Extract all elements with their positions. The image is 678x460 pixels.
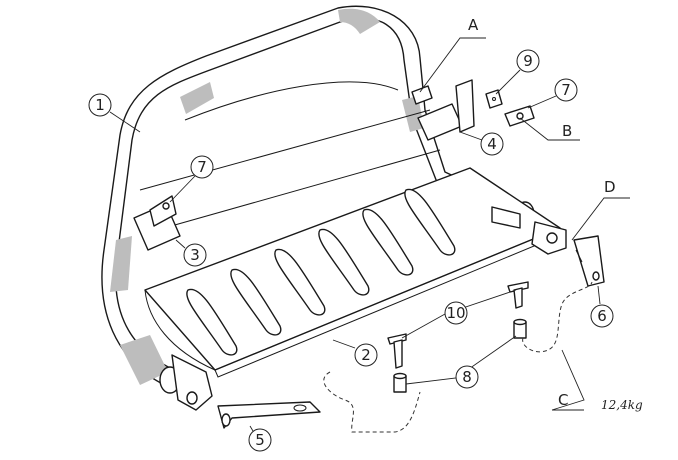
svg-text:2: 2 (361, 346, 371, 364)
svg-text:1: 1 (95, 96, 105, 114)
svg-text:A: A (468, 16, 479, 34)
bracket-5 (217, 401, 321, 429)
callout-3: 3 (175, 239, 207, 267)
svg-text:C: C (558, 391, 568, 409)
bracket-4 (411, 79, 475, 141)
callout-2: 2 (332, 339, 378, 367)
label-b: B (519, 117, 580, 141)
label-a: A (419, 16, 486, 93)
bracket-6 (573, 235, 605, 287)
washer-9 (485, 89, 503, 109)
bolt-10-left (387, 333, 407, 369)
svg-text:9: 9 (523, 52, 533, 70)
bolt-10-right (507, 281, 529, 309)
svg-text:7: 7 (197, 158, 207, 176)
svg-text:3: 3 (190, 246, 200, 264)
callout-9: 9 (495, 49, 540, 95)
bracket-3 (133, 195, 181, 251)
assembly-path-c-left (323, 371, 421, 433)
spacer-8-right (513, 318, 527, 339)
svg-text:8: 8 (462, 368, 472, 386)
spacer-8-left (393, 372, 407, 393)
weight-label: 12,4kg (601, 398, 643, 412)
callout-8: 8 (405, 335, 517, 389)
callout-4: 4 (459, 131, 504, 156)
svg-text:7: 7 (561, 81, 571, 99)
callout-10: 10 (401, 289, 517, 339)
skid-plate (144, 167, 564, 378)
svg-text:4: 4 (487, 135, 497, 153)
bracket-left-end (171, 354, 213, 411)
label-c: C (551, 349, 585, 411)
svg-text:5: 5 (255, 431, 265, 449)
bracket-right-end (491, 206, 567, 255)
callout-5: 5 (248, 425, 272, 452)
skid-plate-slots (186, 188, 456, 356)
callout-7-left: 7 (169, 155, 214, 203)
callout-7-right: 7 (527, 78, 578, 109)
plate-7-right (504, 105, 535, 127)
callout-6: 6 (590, 285, 614, 328)
svg-text:D: D (604, 178, 616, 196)
svg-text:10: 10 (446, 304, 465, 322)
label-d: D (571, 178, 630, 241)
svg-text:6: 6 (597, 307, 607, 325)
callout-1: 1 (88, 93, 141, 133)
svg-text:B: B (562, 122, 572, 140)
assembly-path-c-right (522, 281, 593, 353)
